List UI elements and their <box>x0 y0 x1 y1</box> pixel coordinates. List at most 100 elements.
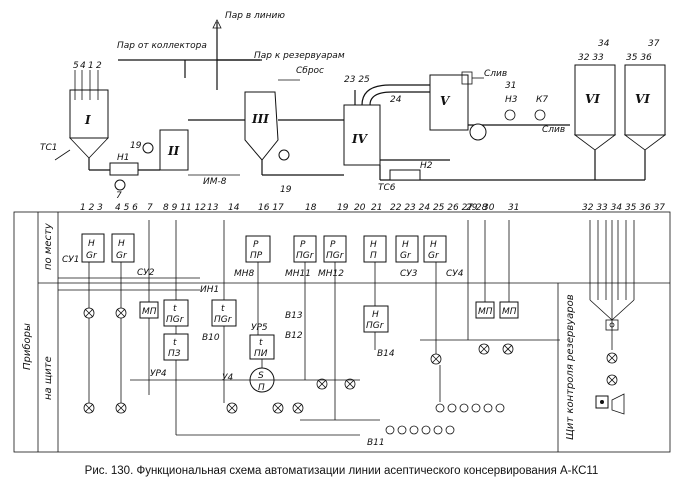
svg-text:Сброс: Сброс <box>296 66 324 76</box>
svg-text:P: P <box>330 240 336 250</box>
svg-text:У4: У4 <box>222 373 233 383</box>
svg-text:20: 20 <box>354 203 366 213</box>
svg-text:Н3: Н3 <box>505 95 518 105</box>
svg-text:IV: IV <box>351 132 369 146</box>
svg-text:В10: В10 <box>202 333 220 343</box>
svg-text:H: H <box>88 239 95 249</box>
svg-text:2: 2 <box>96 61 102 71</box>
svg-text:ПЗ: ПЗ <box>168 349 181 359</box>
svg-text:P: P <box>253 240 259 250</box>
svg-text:22 23 24 25 26 27 28: 22 23 24 25 26 27 28 <box>390 203 488 213</box>
svg-text:5: 5 <box>73 61 79 71</box>
svg-text:t: t <box>259 338 263 348</box>
svg-text:В14: В14 <box>377 349 395 359</box>
svg-text:19: 19 <box>130 141 142 151</box>
svg-text:Н1: Н1 <box>117 153 130 163</box>
svg-text:H: H <box>402 240 409 250</box>
svg-text:МП: МП <box>502 307 517 317</box>
svg-text:32 33 34 35 36 37: 32 33 34 35 36 37 <box>582 203 665 213</box>
svg-text:H: H <box>430 240 437 250</box>
svg-text:31: 31 <box>505 81 516 91</box>
svg-text:21: 21 <box>371 203 382 213</box>
svg-text:8 9 11 12: 8 9 11 12 <box>163 203 206 213</box>
svg-text:П: П <box>370 251 377 261</box>
svg-text:37: 37 <box>648 39 660 49</box>
local-instrument-HGr-2 <box>111 233 135 263</box>
svg-text:VI: VI <box>635 92 650 106</box>
label-I: I <box>84 113 91 127</box>
svg-text:16 17: 16 17 <box>258 203 284 213</box>
svg-text:СУ3: СУ3 <box>400 269 418 279</box>
svg-text:ПИ: ПИ <box>254 349 268 359</box>
side-label-tank-panel: Щит контроля резервуаров <box>565 294 576 440</box>
svg-text:30: 30 <box>483 203 495 213</box>
svg-text:ИН1: ИН1 <box>200 285 219 295</box>
svg-text:ПР: ПР <box>250 251 263 261</box>
svg-text:13: 13 <box>207 203 219 213</box>
svg-text:СУ1: СУ1 <box>62 255 80 265</box>
svg-text:t: t <box>221 304 225 314</box>
svg-text:МН8: МН8 <box>234 269 255 279</box>
svg-text:П: П <box>258 383 265 393</box>
column-numbers: 1 2 3 4 5 6 7 8 9 11 12 13 14 16 17 18 1… <box>80 203 665 213</box>
svg-text:t: t <box>173 304 177 314</box>
svg-text:III: III <box>251 112 269 126</box>
svg-text:14: 14 <box>228 203 240 213</box>
svg-text:ПGr: ПGr <box>326 251 345 261</box>
side-label-instruments: Приборы <box>21 323 33 370</box>
svg-text:В11: В11 <box>367 438 385 448</box>
local-instrument-P-PR <box>245 235 271 263</box>
tank-III <box>244 91 279 161</box>
svg-text:УР5: УР5 <box>251 323 268 333</box>
svg-text:V: V <box>440 94 451 108</box>
process-section: Пар в линию Пар от коллектора Пар к резе… <box>40 11 667 201</box>
svg-text:24: 24 <box>390 95 402 105</box>
tank-II <box>159 129 189 171</box>
svg-text:МП: МП <box>142 307 157 317</box>
svg-text:МН12: МН12 <box>318 269 344 279</box>
svg-text:ПGr: ПGr <box>296 251 315 261</box>
svg-text:Слив: Слив <box>542 125 565 135</box>
tank-VI-1 <box>574 64 616 136</box>
svg-text:В12: В12 <box>285 331 303 341</box>
steam-from-collector-label: Пар от коллектора <box>117 41 207 51</box>
svg-text:7: 7 <box>147 203 153 213</box>
svg-text:СУ2: СУ2 <box>137 268 155 278</box>
svg-text:ПGr: ПGr <box>166 315 185 325</box>
svg-text:H: H <box>118 239 125 249</box>
svg-text:Gr: Gr <box>86 251 98 261</box>
svg-text:ПGr: ПGr <box>366 321 385 331</box>
svg-text:СУ4: СУ4 <box>446 269 464 279</box>
svg-text:1 2 3: 1 2 3 <box>80 203 103 213</box>
svg-text:ТС1: ТС1 <box>40 143 58 153</box>
svg-text:32 33: 32 33 <box>578 53 604 63</box>
svg-text:МП: МП <box>478 307 493 317</box>
local-instrument-HGr-1 <box>81 233 105 263</box>
svg-text:ИМ-8: ИМ-8 <box>203 177 227 187</box>
svg-text:Gr: Gr <box>400 251 412 261</box>
panel-frame: Приборы по месту на щите Щит контроля ре… <box>13 211 671 453</box>
svg-text:t: t <box>173 338 177 348</box>
svg-text:P: P <box>300 240 306 250</box>
svg-text:19: 19 <box>280 185 292 195</box>
svg-text:В13: В13 <box>285 311 303 321</box>
svg-text:Gr: Gr <box>116 251 128 261</box>
svg-text:II: II <box>167 144 180 158</box>
tank-IV <box>343 104 381 166</box>
svg-text:H: H <box>370 240 377 250</box>
svg-text:7: 7 <box>116 191 122 201</box>
svg-text:H: H <box>372 310 379 320</box>
figure-caption: Рис. 130. Функциональная схема автоматиз… <box>84 465 599 477</box>
svg-text:Gr: Gr <box>428 251 440 261</box>
svg-text:34: 34 <box>598 39 610 49</box>
heater-H1 <box>109 162 139 176</box>
steam-to-line-label: Пар в линию <box>225 11 285 21</box>
svg-text:23 25: 23 25 <box>344 75 370 85</box>
svg-text:4: 4 <box>80 61 86 71</box>
side-label-local: по месту <box>43 222 54 270</box>
svg-text:УР4: УР4 <box>150 369 167 379</box>
svg-text:4 5 6: 4 5 6 <box>115 203 138 213</box>
svg-text:1: 1 <box>88 61 94 71</box>
